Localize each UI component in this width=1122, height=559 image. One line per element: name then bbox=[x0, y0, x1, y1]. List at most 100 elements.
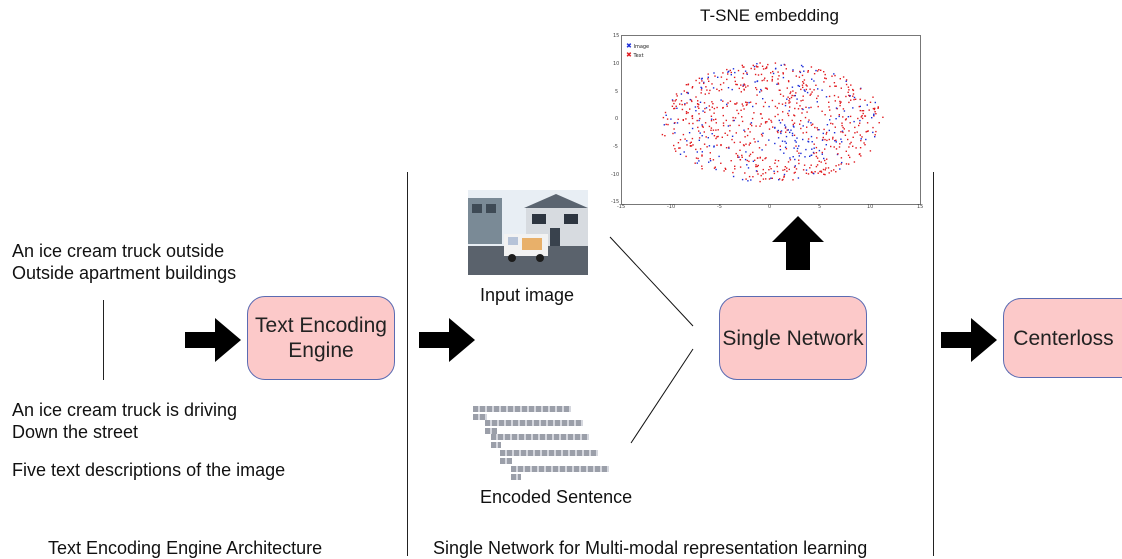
tsne-point bbox=[785, 148, 788, 150]
tsne-point bbox=[733, 141, 736, 144]
tsne-point bbox=[792, 70, 794, 72]
tsne-point bbox=[798, 76, 801, 78]
tsne-point bbox=[839, 78, 841, 80]
arrow-to-network-icon bbox=[419, 318, 475, 362]
tsne-point bbox=[770, 168, 772, 170]
tsne-point bbox=[707, 78, 709, 80]
tsne-point bbox=[817, 105, 819, 108]
tsne-point bbox=[780, 64, 782, 66]
tsne-point bbox=[875, 130, 877, 133]
tsne-point bbox=[823, 71, 825, 73]
tsne-point bbox=[825, 96, 828, 98]
tsne-point bbox=[852, 93, 855, 95]
tsne-point bbox=[695, 79, 697, 82]
tsne-point bbox=[828, 95, 831, 98]
tsne-point bbox=[847, 154, 850, 156]
tsne-point bbox=[801, 84, 804, 86]
tsne-point bbox=[811, 148, 813, 150]
tsne-point bbox=[778, 178, 781, 180]
tsne-point bbox=[755, 170, 758, 172]
tsne-point bbox=[764, 172, 767, 174]
tsne-point bbox=[745, 101, 747, 103]
tsne-point bbox=[755, 65, 758, 67]
tsne-point bbox=[859, 119, 861, 122]
tsne-point bbox=[713, 107, 716, 110]
tsne-point bbox=[674, 122, 676, 124]
tsne-point bbox=[787, 80, 790, 82]
tsne-point bbox=[844, 119, 847, 121]
section-divider-right bbox=[933, 172, 934, 556]
tsne-point bbox=[704, 93, 706, 95]
tsne-point bbox=[812, 151, 815, 154]
tsne-point bbox=[782, 169, 784, 171]
tsne-point bbox=[755, 125, 757, 127]
tsne-point bbox=[702, 110, 704, 112]
tsne-point bbox=[877, 107, 879, 109]
tsne-point bbox=[882, 116, 884, 118]
tsne-point bbox=[805, 148, 807, 151]
tsne-point bbox=[726, 103, 728, 106]
tsne-point bbox=[806, 111, 808, 113]
tsne-point bbox=[742, 144, 745, 146]
tsne-point bbox=[848, 163, 850, 165]
tsne-point bbox=[793, 95, 795, 97]
tsne-point bbox=[800, 88, 802, 91]
tsne-point bbox=[759, 156, 761, 159]
tsne-point bbox=[764, 67, 767, 70]
tsne-point bbox=[680, 93, 683, 95]
tsne-point bbox=[715, 122, 717, 124]
tsne-point bbox=[813, 172, 815, 175]
tsne-point bbox=[762, 105, 765, 108]
tsne-point bbox=[770, 72, 772, 74]
tsne-point bbox=[699, 117, 701, 120]
tsne-point bbox=[692, 144, 694, 146]
tsne-point bbox=[845, 95, 847, 98]
tsne-point bbox=[810, 164, 812, 166]
tsne-point bbox=[834, 85, 836, 87]
tsne-point bbox=[780, 132, 782, 135]
tsne-point bbox=[717, 135, 719, 138]
tsne-point bbox=[838, 164, 840, 166]
centerloss-box: Centerloss bbox=[1003, 298, 1122, 378]
tsne-point bbox=[784, 124, 786, 126]
tsne-point bbox=[726, 68, 728, 71]
tsne-point bbox=[743, 83, 745, 85]
tsne-point bbox=[766, 88, 768, 90]
tsne-point bbox=[764, 101, 766, 104]
tsne-point bbox=[765, 157, 767, 159]
tsne-point bbox=[803, 89, 805, 91]
tsne-point bbox=[783, 173, 786, 176]
tsne-point bbox=[674, 100, 676, 102]
tsne-point bbox=[852, 95, 854, 97]
tsne-y-tick: -10 bbox=[611, 172, 620, 178]
tsne-point bbox=[810, 122, 812, 124]
middle-section-title: Single Network for Multi-modal represent… bbox=[433, 538, 868, 558]
tsne-point bbox=[724, 132, 726, 134]
tsne-point bbox=[735, 132, 737, 134]
tsne-point bbox=[696, 119, 698, 122]
tsne-point bbox=[720, 162, 722, 164]
tsne-point bbox=[757, 157, 759, 159]
tsne-point bbox=[841, 130, 844, 132]
tsne-point bbox=[766, 121, 768, 123]
tsne-point bbox=[712, 103, 714, 105]
tsne-point bbox=[728, 147, 730, 149]
tsne-point bbox=[807, 70, 809, 72]
tsne-point bbox=[824, 148, 826, 150]
tsne-point bbox=[783, 152, 785, 154]
tsne-x-tick: 0 bbox=[768, 204, 772, 210]
tsne-point bbox=[875, 113, 877, 115]
tsne-point bbox=[808, 107, 810, 109]
tsne-point bbox=[789, 159, 792, 161]
tsne-point bbox=[845, 80, 847, 82]
tsne-point bbox=[716, 88, 718, 90]
tsne-point bbox=[869, 101, 872, 103]
tsne-point bbox=[782, 95, 785, 97]
arrow-to-centerloss-icon bbox=[941, 318, 997, 362]
tsne-point bbox=[707, 73, 709, 75]
section-divider-left bbox=[407, 172, 408, 556]
tsne-point bbox=[773, 170, 775, 172]
tsne-point bbox=[754, 73, 757, 76]
tsne-point bbox=[698, 139, 700, 141]
tsne-point bbox=[852, 145, 854, 147]
